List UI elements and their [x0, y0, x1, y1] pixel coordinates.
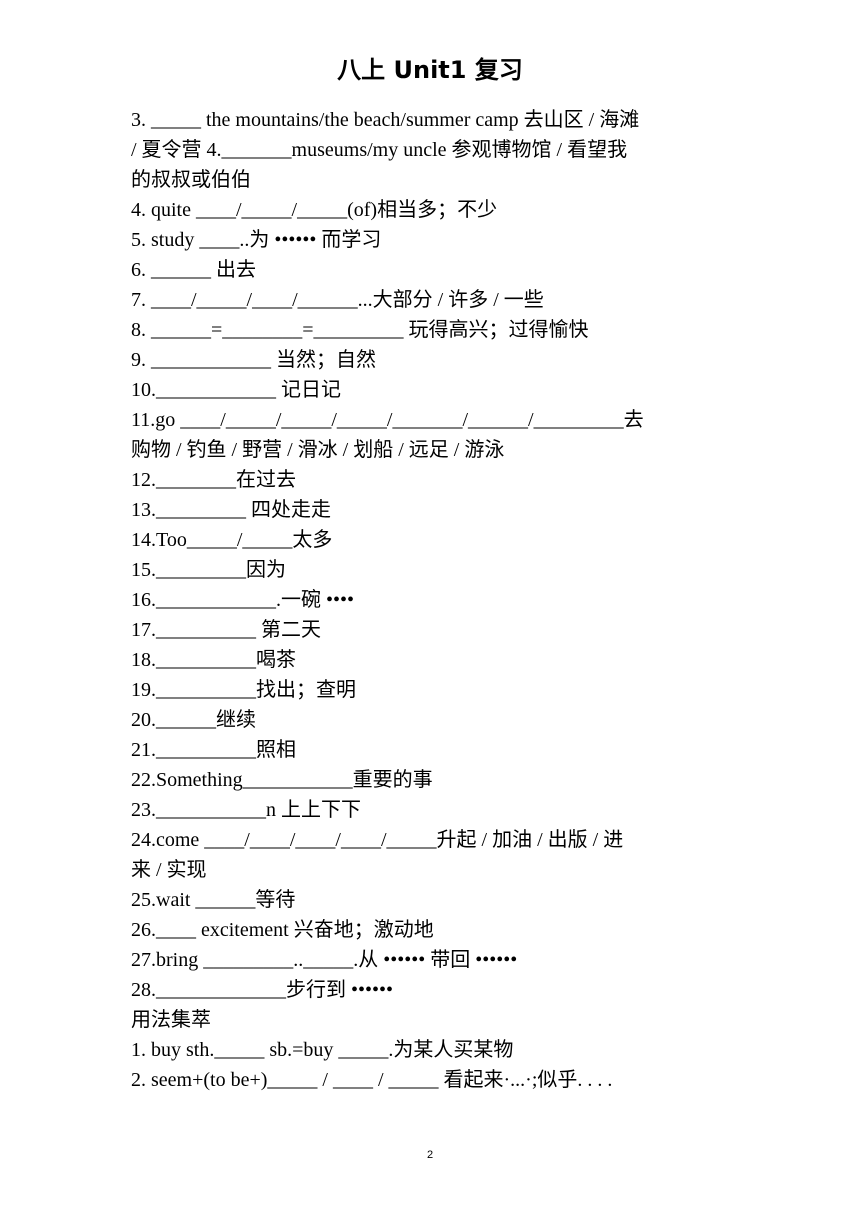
- text-line: 13._________ 四处走走: [131, 499, 331, 521]
- text-line: 6. ______ 出去: [131, 259, 256, 281]
- text-line: 2. seem+(to be+)_____ / ____ / _____ 看起来…: [131, 1069, 613, 1091]
- text-line: 23.___________n 上上下下: [131, 799, 361, 821]
- text-line: 5. study ____..为 •••••• 而学习: [131, 229, 382, 251]
- text-line: 25.wait ______等待: [131, 889, 296, 911]
- worksheet-body: 3. _____ the mountains/the beach/summer …: [131, 105, 731, 1095]
- text-line: 7. ____/_____/____/______...大部分 / 许多 / 一…: [131, 289, 544, 311]
- text-line: 3. _____ the mountains/the beach/summer …: [131, 109, 640, 131]
- text-line: 10.____________ 记日记: [131, 379, 341, 401]
- text-line: 来 / 实现: [131, 859, 207, 881]
- text-line: 12.________在过去: [131, 469, 296, 491]
- text-line: 1. buy sth._____ sb.=buy _____.为某人买某物: [131, 1039, 514, 1061]
- section-heading: 用法集萃: [131, 1009, 211, 1031]
- text-line: 15._________因为: [131, 559, 286, 581]
- text-line: 的叔叔或伯伯: [131, 169, 251, 191]
- text-line: 22.Something___________重要的事: [131, 769, 433, 791]
- text-line: 9. ____________ 当然；自然: [131, 349, 376, 371]
- text-line: 16.____________.一碗 ••••: [131, 589, 355, 611]
- page-number: 2: [426, 1149, 434, 1161]
- text-line: 26.____ excitement 兴奋地；激动地: [131, 919, 434, 941]
- page-title: 八上 Unit1 复习: [337, 56, 523, 84]
- text-line: 24.come ____/____/____/____/_____升起 / 加油…: [131, 829, 624, 851]
- text-line: 18.__________喝茶: [131, 649, 296, 671]
- text-line: 28._____________步行到 ••••••: [131, 979, 394, 1001]
- text-line: 11.go ____/_____/_____/_____/_______/___…: [131, 409, 644, 431]
- text-line: 8. ______=________=_________ 玩得高兴；过得愉快: [131, 319, 589, 341]
- text-line: 19.__________找出；查明: [131, 679, 356, 701]
- text-line: 27.bring _________.._____.从 •••••• 带回 ••…: [131, 949, 518, 971]
- text-line: / 夏令营 4._______museums/my uncle 参观博物馆 / …: [131, 139, 628, 161]
- text-line: 17.__________ 第二天: [131, 619, 321, 641]
- text-line: 购物 / 钓鱼 / 野营 / 滑冰 / 划船 / 远足 / 游泳: [131, 439, 505, 461]
- text-line: 21.__________照相: [131, 739, 296, 761]
- text-line: 20.______继续: [131, 709, 256, 731]
- text-line: 4. quite ____/_____/_____(of)相当多；不少: [131, 199, 498, 221]
- text-line: 14.Too_____/_____太多: [131, 529, 333, 551]
